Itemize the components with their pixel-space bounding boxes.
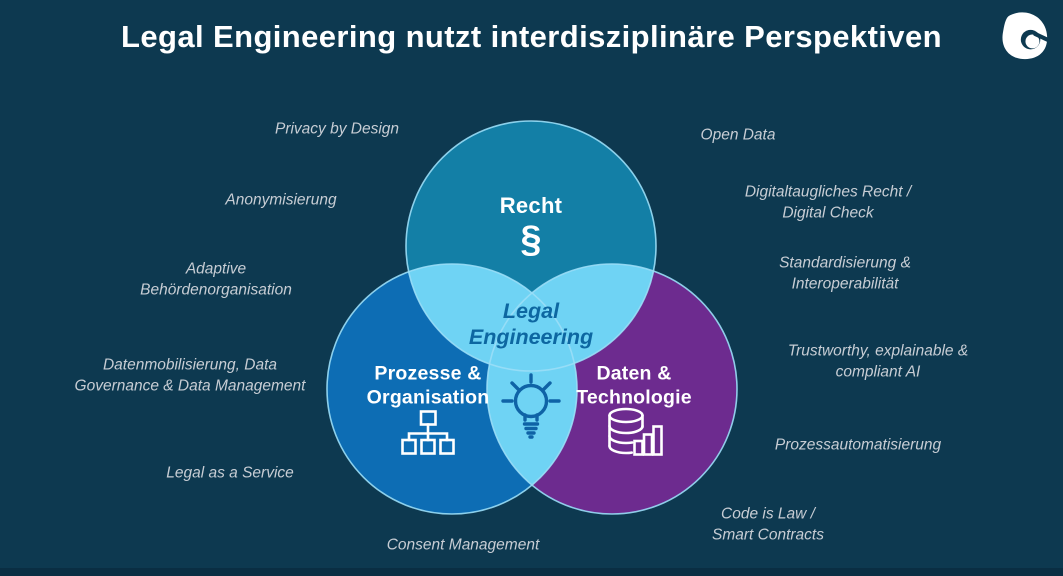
label-standardisierung: Standardisierung & Interoperabilität [779, 254, 911, 293]
label-daten-technologie: Daten & Technologie [576, 362, 692, 409]
label-legal-engineering: Legal Engineering [468, 299, 594, 349]
label-recht: Recht [499, 193, 563, 218]
footer-bar [0, 568, 1063, 576]
label-prozessautomatisierung: Prozessautomatisierung [774, 436, 942, 454]
circle-prozesse-outline [326, 263, 578, 515]
org-chart-icon [401, 410, 455, 456]
label-code-is-law: Code is Law / Smart Contracts [712, 505, 824, 544]
label-privacy-by-design: Privacy by Design [274, 120, 400, 138]
label-consent-management: Consent Management [386, 536, 540, 554]
circle-recht-outline [405, 120, 657, 372]
label-trustworthy-ai: Trustworthy, explainable & compliant AI [787, 342, 969, 381]
drop-logo-icon [1002, 12, 1051, 60]
label-datenmobilisierung: Datenmobilisierung, Data Governance & Da… [74, 356, 306, 395]
database-chart-icon [605, 407, 663, 457]
label-prozesse-organisation: Prozesse & Organisation [366, 362, 490, 409]
label-anonymisierung: Anonymisierung [225, 191, 337, 209]
page-title: Legal Engineering nutzt interdisziplinär… [121, 19, 942, 54]
circle-daten-outline [486, 263, 738, 515]
label-legal-as-a-service: Legal as a Service [166, 464, 294, 482]
label-digitaltaugliches-recht: Digitaltaugliches Recht / Digital Check [744, 183, 912, 222]
label-adaptive-behoerdenorganisation: Adaptive Behördenorganisation [140, 260, 292, 299]
overlap-bottom [487, 264, 577, 514]
label-open-data: Open Data [700, 126, 776, 144]
lightbulb-icon [499, 373, 563, 447]
paragraph-symbol: § [520, 218, 542, 261]
